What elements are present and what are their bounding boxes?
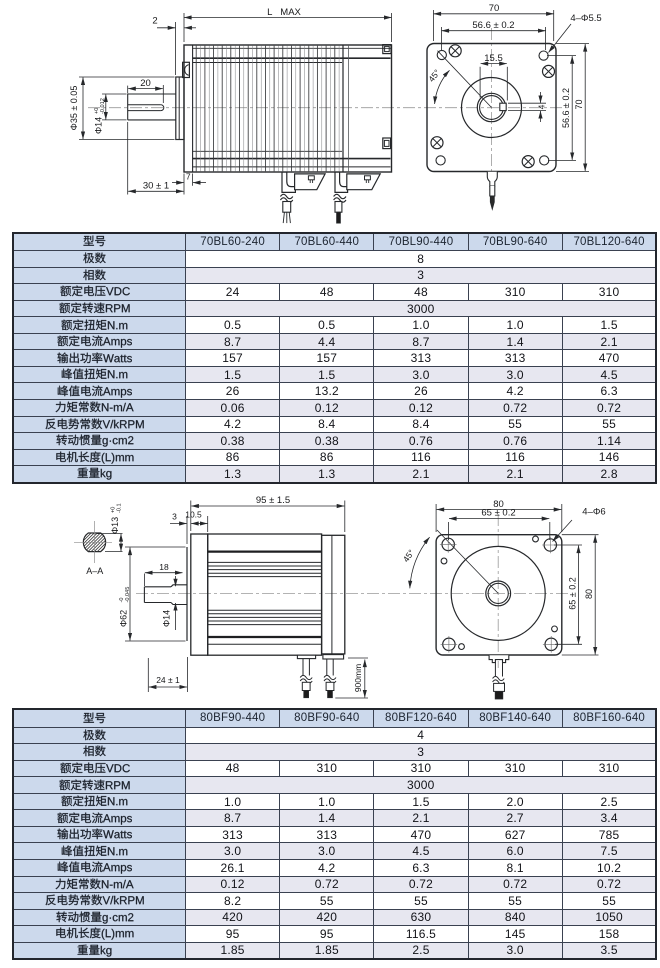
svg-text:30 ± 1: 30 ± 1 (143, 181, 169, 192)
svg-text:2: 2 (152, 16, 157, 27)
svg-text:Φ13: Φ13 (110, 517, 120, 534)
svg-text:10.5: 10.5 (185, 510, 202, 520)
svg-text:20: 20 (140, 78, 151, 89)
svg-text:+0: +0 (94, 108, 100, 114)
svg-text:95 ± 1.5: 95 ± 1.5 (256, 495, 290, 506)
svg-text:4–Φ5.5: 4–Φ5.5 (570, 13, 601, 24)
svg-text:+0: +0 (111, 507, 117, 513)
svg-text:65 ± 0.2: 65 ± 0.2 (481, 508, 515, 519)
svg-text:56.6 ± 0.2: 56.6 ± 0.2 (472, 20, 514, 31)
svg-text:24 ± 1: 24 ± 1 (156, 675, 180, 685)
svg-text:-0.1: -0.1 (116, 503, 122, 513)
svg-text:45°: 45° (401, 548, 417, 564)
svg-text:56.6 ± 0.2: 56.6 ± 0.2 (561, 88, 571, 128)
svg-text:Φ14: Φ14 (94, 117, 104, 134)
svg-text:900mm: 900mm (353, 664, 363, 692)
svg-text:80: 80 (493, 499, 504, 510)
svg-text:45°: 45° (426, 68, 442, 84)
svg-text:70: 70 (574, 99, 584, 109)
svg-text:-0.045: -0.045 (125, 587, 131, 603)
svg-text:18: 18 (159, 562, 169, 572)
svg-text:L MAX: L MAX (267, 7, 301, 18)
svg-text:A–A: A–A (86, 566, 103, 576)
svg-text:70: 70 (489, 3, 500, 14)
svg-text:3: 3 (172, 512, 177, 522)
svg-text:Φ62: Φ62 (119, 610, 129, 627)
svg-text:4: 4 (537, 104, 547, 109)
svg-text:7: 7 (186, 171, 191, 181)
svg-text:Φ35 ± 0.05: Φ35 ± 0.05 (69, 86, 79, 131)
svg-text:4–Φ6: 4–Φ6 (582, 507, 605, 518)
svg-text:80: 80 (584, 589, 594, 599)
svg-text:65 ± 0.2: 65 ± 0.2 (567, 577, 577, 609)
svg-text:Φ14: Φ14 (162, 610, 172, 627)
svg-text:15.5: 15.5 (484, 53, 503, 64)
svg-text:-0: -0 (119, 598, 125, 603)
svg-text:-0.012: -0.012 (100, 98, 106, 114)
